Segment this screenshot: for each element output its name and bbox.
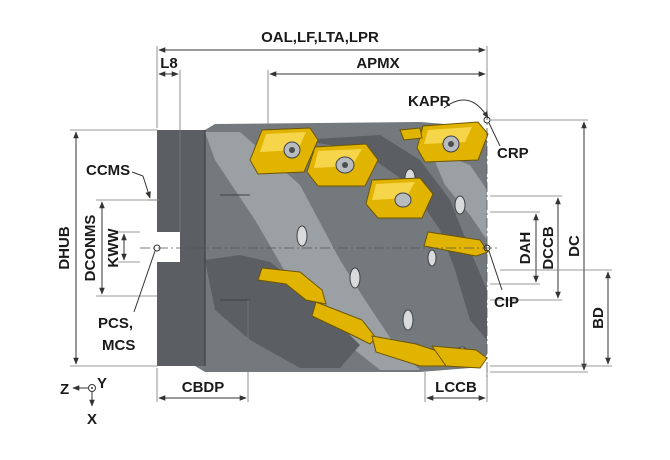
label-bd: BD xyxy=(590,307,607,329)
label-axis-z: Z xyxy=(60,381,69,398)
label-oal: OAL,LF,LTA,LPR xyxy=(261,29,379,46)
label-l8: L8 xyxy=(160,55,178,72)
label-cip: CIP xyxy=(494,294,519,311)
label-dc: DC xyxy=(566,235,583,257)
cutting-inserts xyxy=(249,121,489,369)
coolant-hole xyxy=(349,267,361,289)
label-dccb: DCCB xyxy=(540,226,557,269)
label-lccb: LCCB xyxy=(435,379,477,396)
coolant-hole xyxy=(296,225,308,247)
dimension-lines xyxy=(70,46,612,402)
label-pcs: PCS, xyxy=(98,315,133,332)
label-mcs: MCS xyxy=(102,337,135,354)
label-ccms: CCMS xyxy=(86,162,130,179)
label-axis-y: Y xyxy=(97,375,107,392)
label-axis-x: X xyxy=(87,411,97,428)
label-kww: KWW xyxy=(105,228,122,268)
label-dah: DAH xyxy=(517,232,534,265)
label-apmx: APMX xyxy=(356,55,399,72)
coordinate-axes xyxy=(72,384,96,407)
coolant-hole xyxy=(402,309,414,331)
coolant-hole xyxy=(427,249,437,267)
label-dhub: DHUB xyxy=(56,226,73,269)
label-crp: CRP xyxy=(497,145,529,162)
label-kapr: KAPR xyxy=(408,93,451,110)
label-cbdp: CBDP xyxy=(182,379,225,396)
coolant-hole xyxy=(454,195,466,215)
dimension-labels: OAL,LF,LTA,LPR L8 APMX KAPR CRP CCMS DHU… xyxy=(56,29,607,428)
label-dconms: DCONMS xyxy=(82,215,99,282)
